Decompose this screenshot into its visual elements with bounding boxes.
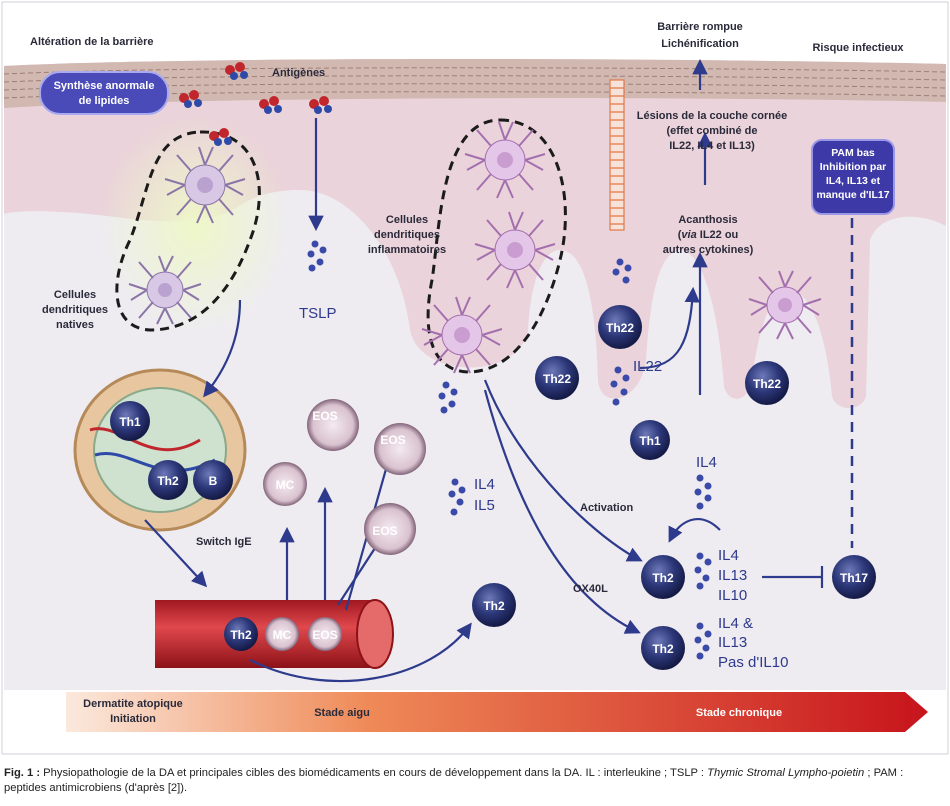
svg-text:(effet combiné de: (effet combiné de — [666, 125, 757, 137]
svg-text:IL22, IL4 et IL13): IL22, IL4 et IL13) — [669, 140, 755, 152]
svg-text:Th1: Th1 — [119, 415, 141, 429]
label-barrier-alteration: Altération de la barrière — [30, 36, 154, 48]
label-il4: IL4 — [474, 476, 495, 493]
label-switch-ige: Switch IgE — [196, 536, 252, 548]
eos-cell: EOS — [374, 423, 426, 475]
svg-text:Lichénification: Lichénification — [661, 38, 739, 50]
progress-end: Stade chronique — [696, 707, 782, 719]
svg-text:autres cytokines): autres cytokines) — [663, 244, 754, 256]
svg-text:Th2: Th2 — [230, 628, 252, 642]
th22-cell: Th22 — [745, 361, 789, 405]
inhibition-arrow — [762, 566, 824, 588]
eos-cell: EOS — [307, 399, 359, 451]
svg-text:B: B — [209, 474, 218, 488]
inflam-dc-outline — [426, 118, 567, 374]
label-ox40l: OX40L — [573, 583, 608, 595]
antigen-icon — [179, 62, 332, 146]
svg-text:Th1: Th1 — [639, 434, 661, 448]
label-il5: IL5 — [474, 497, 495, 514]
svg-text:Th22: Th22 — [753, 377, 781, 391]
native-dc-glow — [100, 115, 290, 335]
label-th2b-il13: IL13 — [718, 634, 747, 651]
th22-cell: Th22 — [535, 356, 579, 400]
lesion-ladder — [609, 79, 625, 231]
svg-text:Th2: Th2 — [483, 599, 505, 613]
th2-cell: Th2 — [224, 617, 258, 651]
svg-text:IL4, IL13 et: IL4, IL13 et — [826, 175, 881, 187]
disease-progression-bar — [66, 692, 928, 732]
svg-text:inflammatoires: inflammatoires — [368, 244, 446, 256]
svg-text:Th2: Th2 — [652, 571, 674, 585]
svg-text:natives: natives — [56, 319, 94, 331]
label-th2a-il13: IL13 — [718, 567, 747, 584]
label-th2b-il4: IL4 & — [718, 615, 753, 632]
dendritic-cell — [128, 255, 202, 325]
th17-cell: Th17 — [832, 555, 876, 599]
corneum-layers — [3, 67, 947, 99]
cytokine-dots — [307, 240, 712, 660]
label-infection-risk: Risque infectieux — [812, 42, 904, 54]
label-il4-top: IL4 — [696, 454, 717, 471]
svg-text:EOS: EOS — [380, 433, 405, 447]
svg-text:EOS: EOS — [372, 524, 397, 538]
svg-text:Inhibition par: Inhibition par — [820, 161, 887, 173]
svg-text:Th2: Th2 — [652, 642, 674, 656]
label-native-dc: Cellules — [54, 289, 96, 301]
dendritic-cell — [474, 211, 556, 289]
dendritic-cell — [748, 270, 822, 340]
label-lesions: Lésions de la couche cornée — [637, 110, 787, 122]
th2-cell: Th2 — [641, 626, 685, 670]
mc-cell: MC — [265, 617, 299, 651]
th1-cell: Th1 — [630, 420, 670, 460]
th2-cell: Th2 — [641, 555, 685, 599]
label-th2a-il10: IL10 — [718, 587, 747, 604]
dendritic-cell — [464, 121, 546, 199]
svg-text:(via IL22 ou: (via IL22 ou — [678, 229, 739, 241]
label-antigens: Antigènes — [272, 67, 325, 79]
th2-cell: Th2 — [472, 583, 516, 627]
svg-text:MC: MC — [273, 628, 292, 642]
svg-text:dendritiques: dendritiques — [374, 229, 440, 241]
svg-text:PAM bas: PAM bas — [831, 147, 875, 159]
eos-cell: EOS — [364, 503, 416, 555]
label-inflam-dc: Cellules — [386, 214, 428, 226]
svg-text:Initiation: Initiation — [110, 713, 156, 725]
svg-text:EOS: EOS — [312, 628, 337, 642]
lymph-node — [73, 368, 247, 532]
svg-text:Th2: Th2 — [157, 474, 179, 488]
progress-start: Dermatite atopique — [83, 698, 183, 710]
lipid-synthesis-badge: Synthèse anormale de lipides — [39, 71, 169, 115]
label-tslp: TSLP — [299, 305, 337, 322]
th22-cell: Th22 — [598, 305, 642, 349]
pam-box: PAM bas Inhibition par IL4, IL13 et manq… — [811, 139, 895, 215]
svg-text:Th17: Th17 — [840, 571, 868, 585]
label-il22: IL22 — [633, 358, 662, 375]
cells: Th1 Th2 B MC EOS EOS EOS Th2 MC EOS Th2 … — [110, 305, 876, 670]
svg-text:manque d'IL17: manque d'IL17 — [816, 189, 889, 201]
svg-text:MC: MC — [276, 478, 295, 492]
label-broken-barrier: Barrière rompue — [657, 21, 743, 33]
eos-cell: EOS — [308, 617, 342, 651]
dendritic-cell — [421, 296, 503, 374]
th1-cell: Th1 — [110, 401, 150, 441]
label-acanthosis: Acanthosis — [678, 214, 737, 226]
figure-caption: Fig. 1 : Physiopathologie de la DA et pr… — [4, 767, 904, 794]
label-th2b-no-il10: Pas d'IL10 — [718, 654, 788, 671]
dendritic-cell — [164, 146, 246, 224]
svg-text:EOS: EOS — [312, 409, 337, 423]
th2-cell: Th2 — [148, 460, 188, 500]
label-activation: Activation — [580, 502, 633, 514]
b-cell: B — [193, 460, 233, 500]
progress-middle: Stade aigu — [314, 707, 370, 719]
svg-text:Th22: Th22 — [606, 321, 634, 335]
label-th2a-il4: IL4 — [718, 547, 739, 564]
native-dc-outline — [115, 130, 261, 332]
svg-text:Th22: Th22 — [543, 372, 571, 386]
svg-text:dendritiques: dendritiques — [42, 304, 108, 316]
svg-text:de lipides: de lipides — [79, 95, 130, 107]
mc-cell: MC — [263, 462, 307, 506]
svg-text:Synthèse anormale: Synthèse anormale — [54, 80, 155, 92]
